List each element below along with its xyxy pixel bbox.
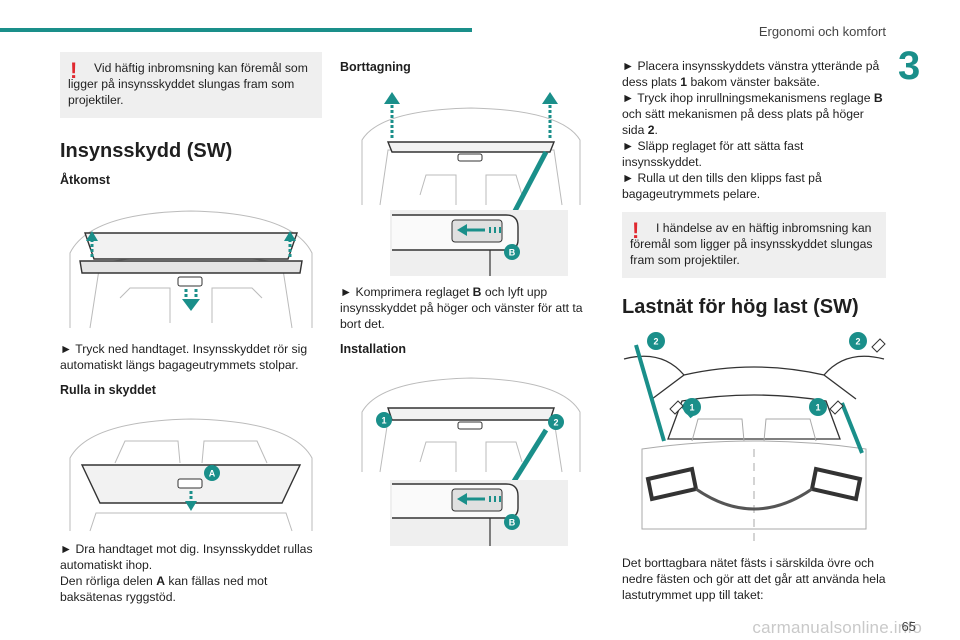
chapter-number: 3 (898, 44, 921, 88)
roll-text-2-b: A (156, 574, 166, 588)
step-4: ► Rulla ut den tills den klipps fast på … (622, 171, 822, 201)
illustration-cargo-net: 2 2 1 1 (623, 332, 886, 544)
roll-text-1: ► Dra handtaget mot dig. Insynsskyddet r… (60, 542, 313, 572)
step-1: ► Placera insynsskyddets vänstra ytterän… (622, 58, 886, 90)
callout-1-net-right: 1 (815, 403, 820, 413)
section-title: Ergonomi och komfort (758, 24, 886, 39)
illustration-removal: B (361, 92, 581, 276)
step-2-a: ► Tryck ihop inrullningsmekanismens regl… (622, 91, 871, 105)
step-2-e: . (654, 123, 658, 137)
step-2: ► Tryck ihop inrullningsmekanismens regl… (622, 90, 886, 138)
roll-text-2-c: kan fällas ned mot baksätenas ryggstöd. (60, 574, 268, 604)
roll-text-2-a: Den rörliga delen (60, 574, 153, 588)
roll-text-2: Den rörliga delen A kan fällas ned mot b… (60, 573, 322, 605)
subheading-removal: Borttagning (340, 60, 411, 74)
step-2-c: och sätt mekanismen på dess plats på hög… (622, 107, 864, 137)
warning-box: ! Vid häftig inbromsning kan föremål som… (60, 52, 322, 118)
step-3: ► Släpp reglaget för att sätta fast insy… (622, 139, 804, 169)
step-1-c: bakom vänster baksäte. (690, 75, 820, 89)
subheading-access: Åtkomst (60, 173, 111, 187)
step-2-b: B (873, 91, 883, 105)
heading-lastnat: Lastnät för hög last (SW) (622, 296, 859, 318)
callout-B-install: B (509, 518, 516, 528)
exclamation-icon: ! (70, 58, 78, 83)
callout-2-install: 2 (553, 418, 558, 428)
warning-text-2: I händelse av en häftig inbromsning kan … (630, 221, 873, 267)
warning-text: Vid häftig inbromsning kan föremål som l… (68, 61, 308, 107)
subheading-install: Installation (340, 342, 406, 356)
callout-1-install: 1 (381, 416, 386, 426)
access-text: ► Tryck ned handtaget. Insynsskyddet rör… (60, 342, 308, 372)
callout-2-net-right: 2 (855, 337, 860, 347)
illustration-installation: 1 2 B (361, 377, 581, 546)
exclamation-icon: ! (632, 218, 640, 243)
step-2-d: 2 (647, 123, 655, 137)
callout-1-net-left: 1 (689, 403, 694, 413)
column-left: ! Vid häftig inbromsning kan föremål som… (60, 52, 322, 605)
illustration-cover-roll-in: A (69, 418, 313, 532)
step-1-b: 1 (680, 75, 688, 89)
removal-text: ► Komprimera reglaget B och lyft upp ins… (340, 284, 602, 332)
step-1-a: ► Placera insynsskyddets vänstra ytterän… (622, 59, 880, 89)
column-middle: Borttagning B ► Komprimera reglaget B oc… (340, 52, 602, 548)
page-number: 65 (901, 619, 916, 634)
subheading-roll: Rulla in skyddet (60, 383, 156, 397)
column-right: ► Placera insynsskyddets vänstra ytterän… (622, 52, 886, 603)
removal-text-c: och lyft upp insynsskyddet på höger och … (340, 285, 583, 331)
illustration-cover-push-down (69, 210, 313, 329)
watermark: carmanualsonline.info (752, 618, 922, 637)
heading-insynsskydd: Insynsskydd (SW) (60, 140, 233, 162)
callout-B-removal: B (509, 248, 516, 258)
removal-text-a: ► Komprimera reglaget (340, 285, 470, 299)
callout-2-net-left: 2 (653, 337, 658, 347)
net-text: Det borttagbara nätet fästs i särskilda … (622, 556, 886, 602)
warning-box-2: ! I händelse av en häftig inbromsning ka… (622, 212, 886, 278)
removal-text-b: B (472, 285, 482, 299)
callout-A: A (209, 469, 216, 479)
header-accent-bar (0, 28, 472, 32)
